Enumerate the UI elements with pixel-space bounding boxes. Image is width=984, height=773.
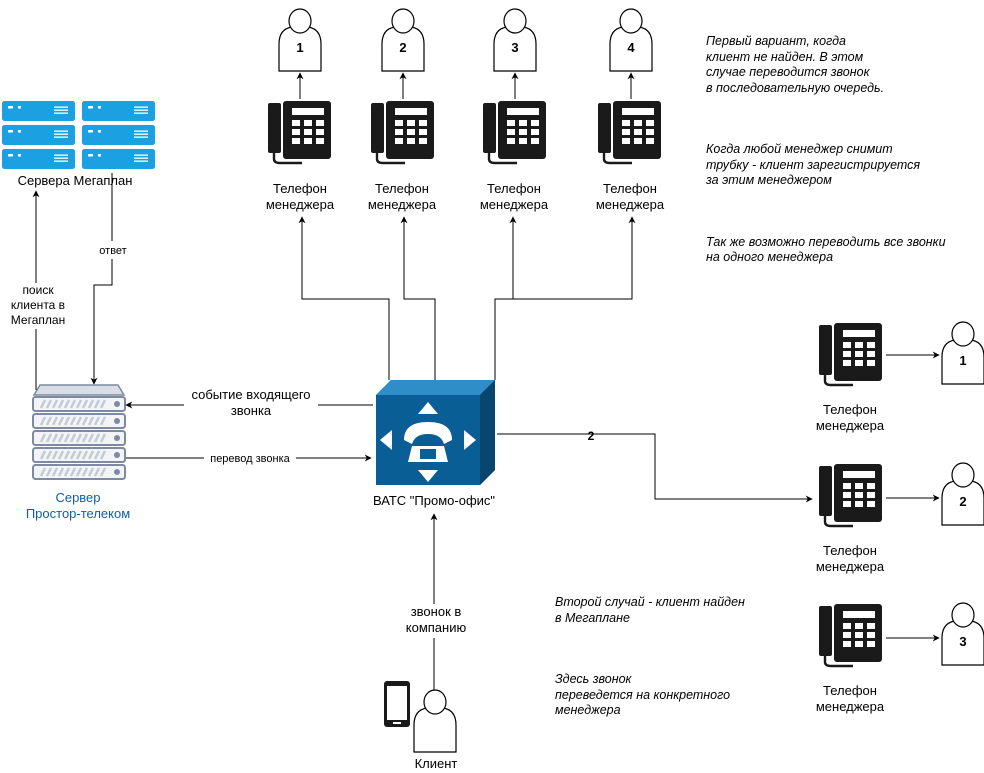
- desk-phone-icon: [817, 462, 884, 528]
- server-rack-icon: [2, 125, 75, 145]
- user-icon: [413, 689, 457, 753]
- server-unit-icon: [31, 463, 127, 481]
- incoming-call-label-bg: [398, 604, 474, 638]
- text-line: менеджера: [816, 418, 885, 433]
- manager-number: 1: [959, 353, 966, 368]
- first-case-note: Первый вариант, когда клиент не найден. …: [706, 3, 946, 281]
- text-line: менеджера: [368, 197, 437, 212]
- first-case-note-paragraph: Так же возможно переводить все звонки на…: [706, 234, 946, 265]
- text-line: компанию: [406, 620, 467, 635]
- client-label: Клиент: [415, 756, 458, 771]
- server-unit-icon: [31, 429, 127, 447]
- client: Клиент: [384, 681, 457, 771]
- text-line: событие входящего: [191, 387, 310, 402]
- text-line: Мегаплан: [11, 313, 65, 327]
- mobile-phone-icon: [384, 681, 410, 727]
- server-unit-icon: [31, 412, 127, 430]
- transfer-label-bg: [204, 451, 296, 465]
- pbx-label: ВАТС "Промо-офис": [373, 493, 495, 508]
- pbx-to-queue-edges: [298, 216, 636, 380]
- server-rack-icon: [2, 149, 75, 169]
- first-case-note-paragraph: Когда любой менеджер снимит трубку - кли…: [706, 142, 921, 187]
- text-line: Телефон: [603, 181, 657, 196]
- server-rack-icon: [82, 101, 155, 121]
- text-line: Телефон: [823, 683, 877, 698]
- text-line: Сервер: [55, 490, 100, 505]
- first-case-note-paragraph: Первый вариант, когда клиент не найден. …: [706, 34, 885, 95]
- second-case-note: Второй случай - клиент найден в Мегаплан…: [555, 564, 745, 734]
- pbx-cube: ВАТС "Промо-офис": [373, 380, 495, 508]
- megaplan-edges: [32, 173, 113, 390]
- phone-to-manager-arrows: [296, 72, 635, 99]
- manager-number: 2: [399, 40, 406, 55]
- desk-phone-icon: [481, 99, 548, 165]
- manager-number: 3: [959, 634, 966, 649]
- text-line: звонок в: [411, 604, 462, 619]
- text-line: звонка: [231, 403, 272, 418]
- text-line: менеджера: [480, 197, 549, 212]
- second-case-note-paragraph: Второй случай - клиент найден в Мегаплан…: [555, 595, 745, 625]
- desk-phone-icon: [369, 99, 436, 165]
- text-line: Простор-телеком: [26, 506, 130, 521]
- server-rack-icon: [2, 101, 75, 121]
- pbx-to-direct-manager-edge: [497, 433, 813, 503]
- text-line: клиента в: [11, 298, 65, 312]
- manager-number: 2: [959, 494, 966, 509]
- megaplan-servers: Сервера Мегаплан: [2, 101, 155, 188]
- desk-phone-icon: [817, 321, 884, 387]
- text-line: Телефон: [375, 181, 429, 196]
- answer-label-bg: [96, 241, 130, 259]
- text-line: Телефон: [273, 181, 327, 196]
- desk-phone-icon: [266, 99, 333, 165]
- route-label: 2: [588, 429, 595, 443]
- desk-phone-icon: [596, 99, 663, 165]
- desk-phone-icon: [817, 602, 884, 668]
- text-line: Телефон: [823, 402, 877, 417]
- megaplan-label: Сервера Мегаплан: [18, 173, 133, 188]
- transfer-label: перевод звонка: [210, 453, 290, 465]
- incoming-event-label-bg: [184, 386, 318, 420]
- text-line: Телефон: [823, 543, 877, 558]
- right-phone-to-manager-arrows: [886, 351, 940, 642]
- cisco-phone-switch-icon: [380, 402, 476, 482]
- answer-label: ответ: [99, 245, 126, 257]
- search-label-bg: [4, 283, 72, 329]
- text-line: менеджера: [266, 197, 335, 212]
- text-line: Телефон: [487, 181, 541, 196]
- server-unit-icon: [31, 446, 127, 464]
- text-line: поиск: [22, 283, 54, 297]
- manager-number: 3: [511, 40, 518, 55]
- text-line: менеджера: [816, 699, 885, 714]
- manager-number: 4: [627, 40, 635, 55]
- manager-number: 1: [296, 40, 303, 55]
- server-unit-icon: [31, 395, 127, 413]
- text-line: менеджера: [816, 559, 885, 574]
- text-line: менеджера: [596, 197, 665, 212]
- server-rack-icon: [82, 125, 155, 145]
- second-case-note-paragraph: Здесь звонок переведется на конкретного …: [555, 672, 731, 717]
- server-rack-icon: [82, 149, 155, 169]
